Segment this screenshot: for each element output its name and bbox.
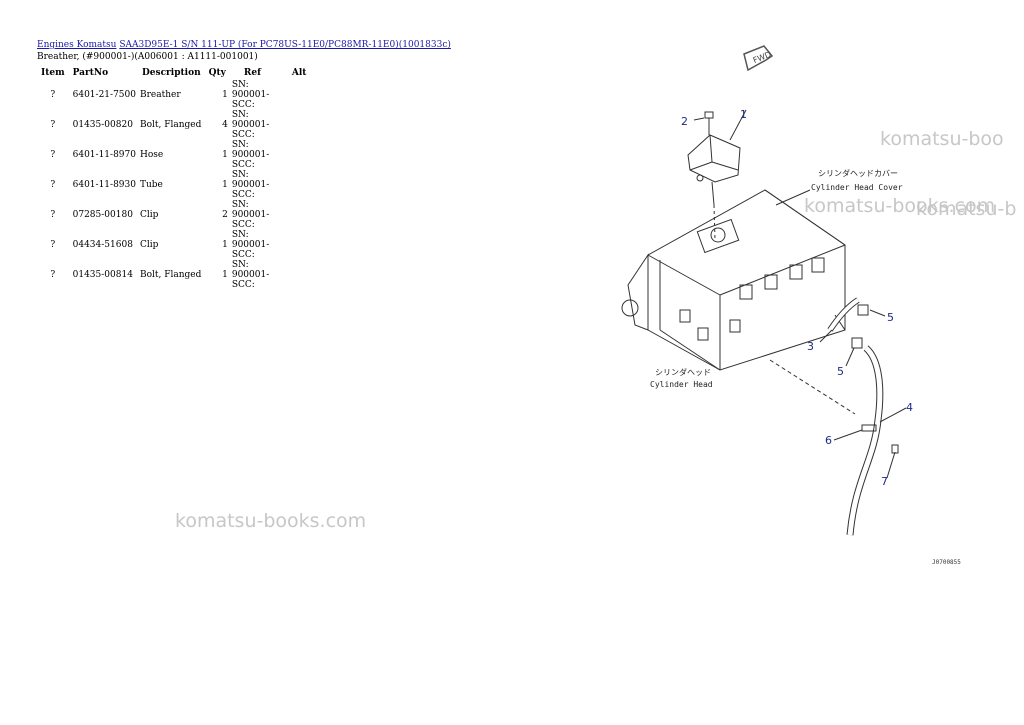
cell-qty: 1 (222, 150, 228, 160)
cell-partno: 6401-21-7500 (72, 90, 136, 100)
page-title: Breather, (#900001-)(A006001 : A1111-001… (37, 52, 258, 62)
callout-5b: 5 (837, 365, 844, 378)
forward-arrow-icon: FWD (743, 45, 774, 72)
table-row: ? 6401-11-8930 Tube 1 SN: 900001-SCC: (37, 170, 310, 200)
callout-7: 7 (881, 475, 888, 488)
cell-alt (288, 80, 311, 110)
head-label-jp: シリンダヘッド (655, 367, 711, 377)
cell-alt (288, 140, 311, 170)
callout-6: 6 (825, 434, 832, 447)
cell-item: ? (50, 240, 56, 250)
watermark: komatsu-boo (880, 128, 1004, 150)
breadcrumb: Engines Komatsu SAA3D95E-1 S/N 111-UP (F… (37, 40, 451, 51)
cell-ref: SN: 900001-SCC: (231, 200, 270, 230)
cell-partno: 6401-11-8970 (72, 150, 136, 160)
head-label-en: Cylinder Head (650, 380, 713, 389)
header-partno: PartNo (72, 68, 109, 78)
cell-item: ? (50, 150, 56, 160)
callout-1: 1 (740, 108, 747, 121)
cell-alt (288, 260, 311, 290)
cell-description: Hose (139, 150, 164, 160)
cell-description: Bolt, Flanged (139, 270, 202, 280)
cell-ref: SN: 900001-SCC: (231, 80, 270, 110)
callout-4: 4 (906, 401, 913, 414)
header-alt: Alt (291, 68, 307, 78)
bolt-drawing (704, 111, 714, 135)
cell-description: Breather (139, 90, 181, 100)
breadcrumb-link-model[interactable]: SAA3D95E-1 S/N 111-UP (For PC78US-11E0/P… (119, 40, 451, 50)
cell-alt (288, 170, 311, 200)
cylinder-head-drawing (621, 189, 846, 371)
cell-ref: SN: 900001-SCC: (231, 230, 270, 260)
diagram-code: J0700855 (932, 559, 961, 566)
cell-partno: 01435-00814 (72, 270, 133, 280)
cell-qty: 2 (222, 210, 228, 220)
breather-drawing (687, 134, 741, 241)
cell-ref: SN: 900001-SCC: (231, 140, 270, 170)
header-item: Item (41, 68, 65, 78)
table-row: ? 6401-21-7500 Breather 1 SN: 900001-SCC… (37, 80, 310, 110)
callout-5a: 5 (887, 311, 894, 324)
cell-ref: SN: 900001-SCC: (231, 110, 270, 140)
cell-alt (288, 200, 311, 230)
table-header-row: Item PartNo Description Qty Ref Alt (37, 66, 310, 80)
cell-partno: 04434-51608 (72, 240, 133, 250)
cell-alt (288, 230, 311, 260)
clip-drawing (857, 304, 869, 316)
table-row: ? 07285-00180 Clip 2 SN: 900001-SCC: (37, 200, 310, 230)
cell-description: Bolt, Flanged (139, 120, 202, 130)
callout-2: 2 (681, 115, 688, 128)
cell-ref: SN: 900001-SCC: (231, 170, 270, 200)
cell-partno: 6401-11-8930 (72, 180, 136, 190)
cell-partno: 01435-00820 (72, 120, 133, 130)
cell-qty: 1 (222, 180, 228, 190)
cell-alt (288, 110, 311, 140)
cell-description: Clip (139, 240, 159, 250)
parts-diagram: 1 2 3 4 5 5 6 7 シリンダヘッドカバー Cylinder Head… (621, 108, 913, 536)
header-ref: Ref (243, 68, 261, 78)
cell-item: ? (50, 120, 56, 130)
cell-item: ? (50, 210, 56, 220)
cell-qty: 4 (222, 120, 228, 130)
table-row: ? 01435-00820 Bolt, Flanged 4 SN: 900001… (37, 110, 310, 140)
watermark: komatsu-b (916, 198, 1017, 220)
callout-3: 3 (807, 340, 814, 353)
watermark: komatsu-books.com (175, 510, 367, 532)
cell-partno: 07285-00180 (72, 210, 133, 220)
table-row: ? 04434-51608 Clip 1 SN: 900001-SCC: (37, 230, 310, 260)
cell-item: ? (50, 270, 56, 280)
table-row: ? 01435-00814 Bolt, Flanged 1 SN: 900001… (37, 260, 310, 290)
table-row: ? 6401-11-8970 Hose 1 SN: 900001-SCC: (37, 140, 310, 170)
cover-label-en: Cylinder Head Cover (811, 183, 903, 192)
cell-qty: 1 (222, 90, 228, 100)
cell-qty: 1 (222, 240, 228, 250)
header-description: Description (141, 68, 201, 78)
cell-qty: 1 (222, 270, 228, 280)
watermark: komatsu-books.com (804, 195, 996, 217)
header-qty: Qty (208, 68, 226, 78)
cell-item: ? (50, 90, 56, 100)
cell-description: Clip (139, 210, 159, 220)
cell-description: Tube (139, 180, 163, 190)
cell-item: ? (50, 180, 56, 190)
cover-label-jp: シリンダヘッドカバー (818, 168, 898, 178)
breadcrumb-link-engines[interactable]: Engines Komatsu (37, 40, 117, 50)
parts-table: Item PartNo Description Qty Ref Alt ? 64… (37, 66, 310, 290)
cell-ref: SN: 900001-SCC: (231, 260, 270, 290)
